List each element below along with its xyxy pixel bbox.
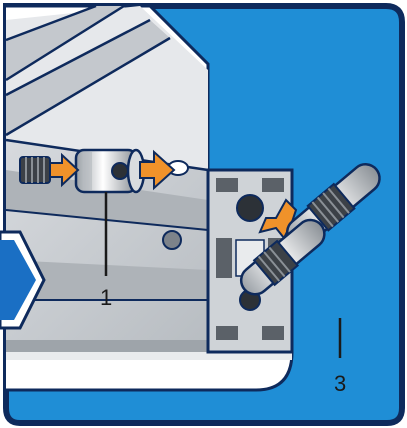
callout-label-1: 1 [100,285,112,310]
callout-label-3: 3 [334,371,346,396]
